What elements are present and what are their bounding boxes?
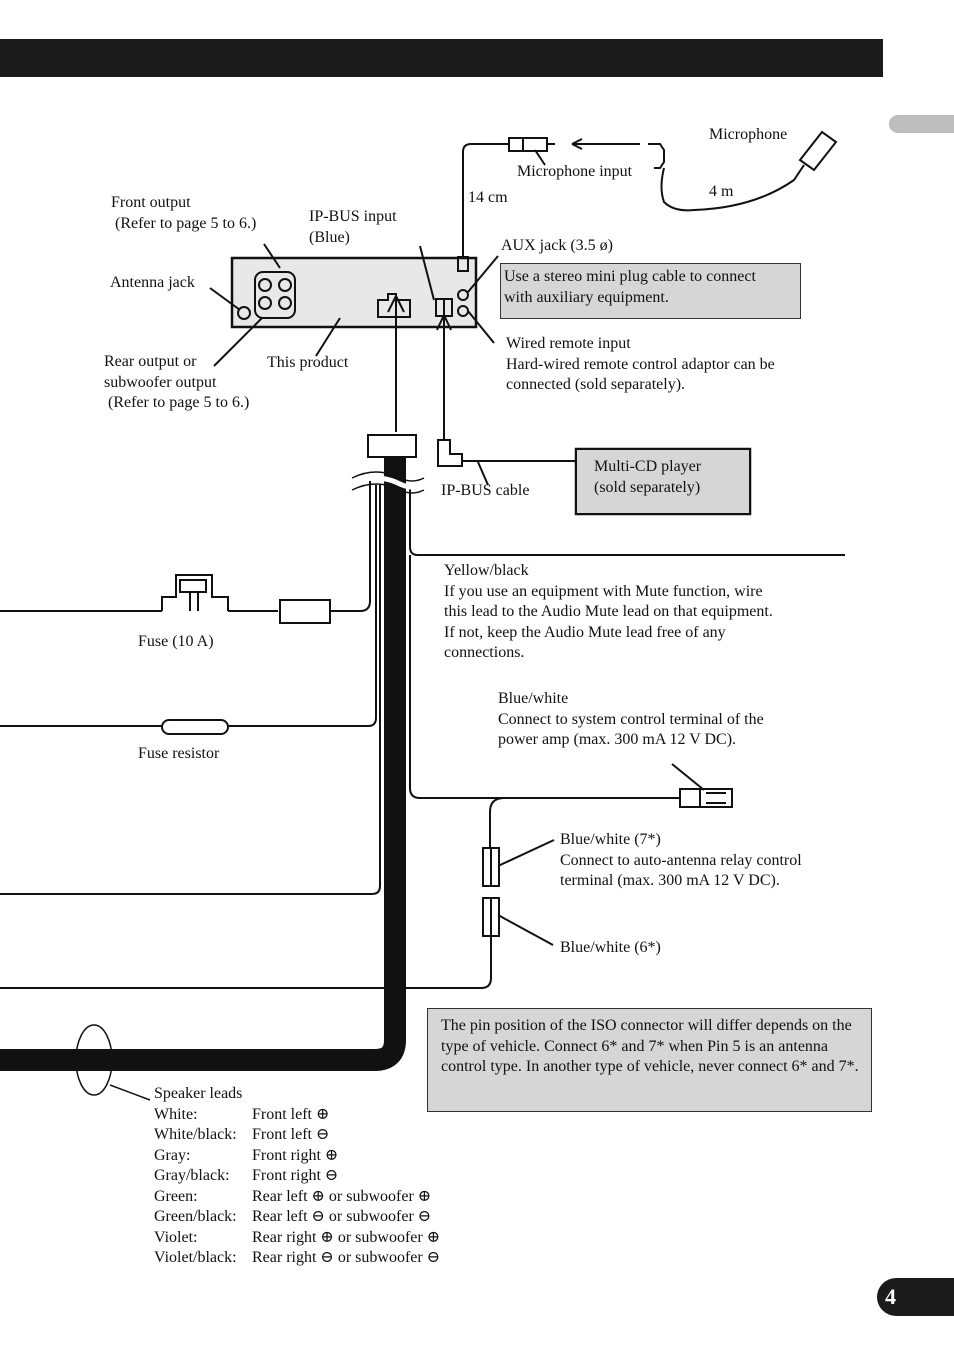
speaker-lead-row: Gray: Front right ⊕	[154, 1146, 440, 1167]
label-aux-jack: AUX jack (3.5 ø)	[501, 237, 613, 254]
label-front-output: Front output (Refer to page 5 to 6.)	[111, 194, 257, 232]
label-blue-white: Blue/white Connect to system control ter…	[498, 690, 764, 748]
lead-color: Gray:	[154, 1146, 191, 1164]
speaker-lead-row: Violet: Rear right ⊕ or subwoofer ⊕	[154, 1228, 440, 1249]
speaker-lead-row: Violet/black: Rear right ⊖ or subwoofer ⊖	[154, 1248, 440, 1269]
lead-desc: Rear left ⊕ or subwoofer ⊕	[252, 1187, 432, 1205]
lead-color: Gray/black:	[154, 1167, 230, 1184]
label-yellow-black: Yellow/black If you use an equipment wit…	[444, 562, 773, 661]
label-ipbus-cable: IP-BUS cable	[441, 482, 530, 499]
lead-color: Violet/black:	[154, 1249, 237, 1266]
main-harness	[0, 457, 406, 1071]
label-cable-4m: 4 m	[709, 183, 734, 200]
lead-desc: Rear right ⊖ or subwoofer ⊖	[252, 1249, 441, 1266]
lead-desc: Front right ⊖	[252, 1167, 339, 1184]
label-blue-white-7: Blue/white (7*) Connect to auto-antenna …	[560, 831, 802, 889]
lead-color: White:	[154, 1105, 198, 1123]
aux-note-box: Use a stereo mini plug cable to connect …	[500, 263, 801, 319]
label-microphone: Microphone	[709, 126, 788, 143]
lead-desc: Rear left ⊖ or subwoofer ⊖	[252, 1208, 432, 1225]
speaker-lead-row: White: Front left ⊕	[154, 1105, 440, 1126]
lead-color: Green:	[154, 1187, 198, 1205]
rca-block	[254, 271, 296, 319]
lead-color: White/black:	[154, 1126, 237, 1143]
label-antenna-jack: Antenna jack	[110, 274, 195, 291]
speaker-lead-row: Green/black: Rear left ⊖ or subwoofer ⊖	[154, 1207, 440, 1228]
section-tab	[889, 115, 954, 133]
lead-desc: Rear right ⊕ or subwoofer ⊕	[252, 1228, 441, 1246]
label-fuse-resistor: Fuse resistor	[138, 745, 220, 762]
label-wired-remote: Wired remote input Hard-wired remote con…	[506, 335, 775, 393]
label-microphone-input: Microphone input	[517, 163, 633, 180]
lead-color: Violet:	[154, 1228, 198, 1246]
speaker-lead-row: Gray/black: Front right ⊖	[154, 1166, 440, 1187]
label-blue-white-6: Blue/white (6*)	[560, 939, 661, 956]
speaker-lead-row: White/black: Front left ⊖	[154, 1125, 440, 1146]
header-bar	[0, 39, 883, 77]
label-ipbus-input: IP-BUS input (Blue)	[309, 208, 397, 246]
lead-desc: Front left ⊖	[252, 1126, 330, 1143]
label-cable-14cm: 14 cm	[468, 189, 508, 206]
multi-cd-box: Multi-CD player (sold separately)	[577, 450, 749, 513]
speaker-leads: Speaker leads White: Front left ⊕ White/b…	[154, 1084, 440, 1269]
label-fuse: Fuse (10 A)	[138, 633, 214, 650]
lead-color: Green/black:	[154, 1208, 237, 1225]
label-rear-output: Rear output or subwoofer output (Refer t…	[104, 353, 250, 411]
antenna-jack	[237, 306, 251, 320]
page-number: 4	[877, 1278, 954, 1316]
speaker-leads-title: Speaker leads	[154, 1085, 243, 1102]
speaker-lead-row: Green: Rear left ⊕ or subwoofer ⊕	[154, 1187, 440, 1208]
label-this-product: This product	[267, 354, 349, 371]
lead-desc: Front right ⊕	[252, 1146, 339, 1164]
lead-desc: Front left ⊕	[252, 1105, 330, 1123]
iso-note-box: The pin position of the ISO connector wi…	[427, 1008, 872, 1112]
